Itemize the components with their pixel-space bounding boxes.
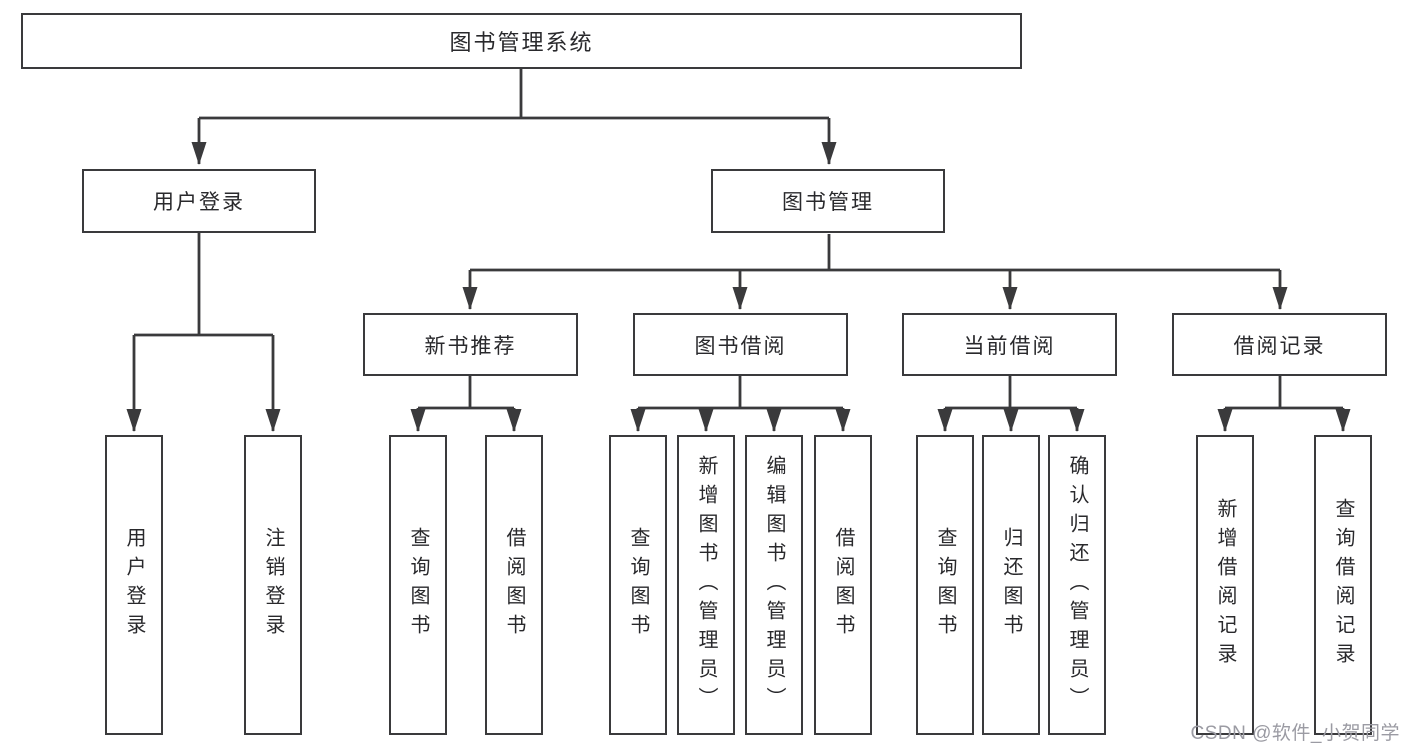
node-label: 新书推荐 bbox=[424, 334, 517, 358]
node-label: 归还图书 bbox=[1000, 527, 1022, 643]
node-leaf-borrow-books-1: 借阅图书 bbox=[485, 435, 543, 735]
node-label: 新增图书（管理员） bbox=[695, 454, 717, 716]
node-label: 借阅图书 bbox=[503, 527, 525, 643]
node-user-login: 用户登录 bbox=[82, 169, 316, 233]
node-label: 编辑图书（管理员） bbox=[763, 454, 785, 716]
node-leaf-query-borrow-record: 查询借阅记录 bbox=[1314, 435, 1372, 735]
node-label: 查询图书 bbox=[934, 527, 956, 643]
node-book-borrowing: 图书借阅 bbox=[633, 313, 848, 376]
node-leaf-edit-book-admin: 编辑图书（管理员） bbox=[745, 435, 803, 735]
node-label: 新增借阅记录 bbox=[1214, 498, 1236, 672]
node-leaf-logout: 注销登录 bbox=[244, 435, 302, 735]
node-label: 用户登录 bbox=[123, 527, 145, 643]
node-current-borrowing: 当前借阅 bbox=[902, 313, 1117, 376]
node-root-library-system: 图书管理系统 bbox=[21, 13, 1022, 69]
node-label: 查询借阅记录 bbox=[1332, 498, 1354, 672]
node-leaf-return-books: 归还图书 bbox=[982, 435, 1040, 735]
node-label: 借阅记录 bbox=[1233, 334, 1326, 358]
watermark: CSDN @软件_小贺同学 bbox=[1190, 723, 1400, 744]
node-label: 确认归还（管理员） bbox=[1066, 454, 1088, 716]
node-leaf-confirm-return-admin: 确认归还（管理员） bbox=[1048, 435, 1106, 735]
node-book-management: 图书管理 bbox=[711, 169, 945, 233]
node-label: 注销登录 bbox=[262, 527, 284, 643]
node-label: 用户登录 bbox=[153, 191, 245, 214]
node-leaf-user-login: 用户登录 bbox=[105, 435, 163, 735]
node-leaf-add-borrow-record: 新增借阅记录 bbox=[1196, 435, 1254, 735]
node-leaf-query-books-3: 查询图书 bbox=[916, 435, 974, 735]
node-label: 借阅图书 bbox=[832, 527, 854, 643]
node-leaf-query-books-2: 查询图书 bbox=[609, 435, 667, 735]
node-label: 图书管理 bbox=[782, 191, 874, 214]
node-borrowing-records: 借阅记录 bbox=[1172, 313, 1387, 376]
node-label: 查询图书 bbox=[627, 527, 649, 643]
node-leaf-borrow-books-2: 借阅图书 bbox=[814, 435, 872, 735]
node-leaf-query-books-1: 查询图书 bbox=[389, 435, 447, 735]
node-label: 当前借阅 bbox=[963, 334, 1056, 358]
node-leaf-add-book-admin: 新增图书（管理员） bbox=[677, 435, 735, 735]
node-new-book-recommend: 新书推荐 bbox=[363, 313, 578, 376]
node-label: 图书管理系统 bbox=[449, 30, 594, 55]
node-label: 图书借阅 bbox=[694, 334, 787, 358]
node-label: 查询图书 bbox=[407, 527, 429, 643]
